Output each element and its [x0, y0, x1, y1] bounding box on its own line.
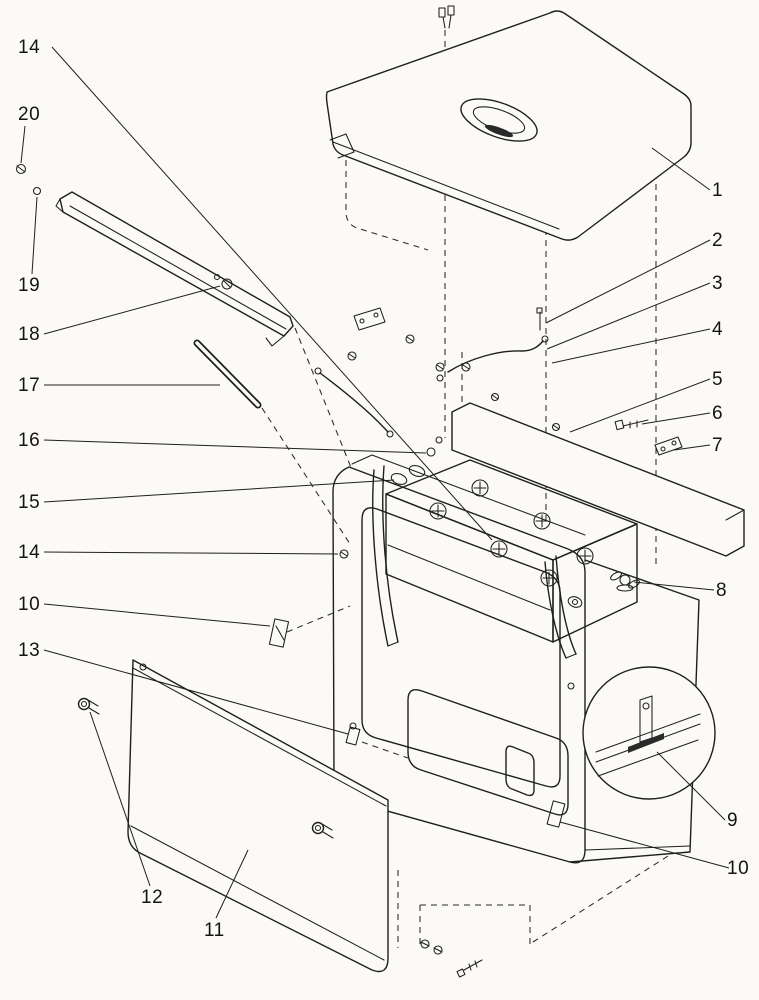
- callout-18: 18: [18, 324, 40, 345]
- support-rod: [193, 339, 262, 409]
- callout-14-mid: 14: [18, 542, 40, 563]
- callout-10-left: 10: [18, 594, 40, 615]
- rail-screw: [221, 278, 233, 290]
- callout-8: 8: [716, 580, 727, 601]
- callout-6: 6: [712, 403, 723, 424]
- deck-screw: [614, 419, 649, 431]
- control-knob: [77, 697, 100, 715]
- spacer-clip: [268, 618, 566, 828]
- grommet-hole: [408, 465, 426, 477]
- battery-unit: [372, 459, 640, 659]
- callout-3: 3: [712, 273, 723, 294]
- callout-11: 11: [204, 920, 225, 941]
- fastener-20: [15, 163, 27, 175]
- callout-4: 4: [712, 319, 723, 340]
- callout-20: 20: [18, 104, 40, 125]
- callout-7: 7: [712, 435, 723, 456]
- callout-19: 19: [18, 275, 40, 296]
- bottom-fasteners: [420, 939, 483, 978]
- top-cover: [325, 5, 692, 241]
- deck-bracket: [654, 436, 683, 456]
- detail-circle: [582, 666, 716, 800]
- callout-10-right: 10: [727, 858, 749, 879]
- callout-2: 2: [712, 230, 723, 251]
- wiring-parts: [314, 307, 549, 438]
- hold-down-strap: [372, 465, 577, 659]
- handle-recess: [460, 98, 538, 142]
- fastener-19: [32, 186, 42, 196]
- rear-deck: [451, 392, 745, 557]
- callout-16: 16: [18, 430, 40, 451]
- callout-14-top: 14: [18, 37, 40, 58]
- battery-terminal: [567, 596, 583, 608]
- callout-9: 9: [727, 810, 738, 831]
- callout-13: 13: [18, 640, 40, 661]
- front-panel: [77, 659, 389, 973]
- callout-12: 12: [141, 887, 163, 908]
- mounting-rail: [15, 163, 294, 409]
- callout-17: 17: [18, 375, 40, 396]
- callout-15: 15: [18, 492, 40, 513]
- phillips-screw-icons: [429, 479, 594, 587]
- callout-1: 1: [712, 180, 723, 201]
- screw-icon: [456, 959, 483, 978]
- callout-5: 5: [712, 369, 723, 390]
- control-knob: [311, 821, 334, 839]
- grommet-hole: [390, 473, 408, 485]
- leader-lines: [20, 46, 730, 919]
- callout-labels: 14 20 19 18 17 16 15 14 10 13 12 11 1 2 …: [18, 37, 749, 941]
- top-clip: [438, 5, 455, 29]
